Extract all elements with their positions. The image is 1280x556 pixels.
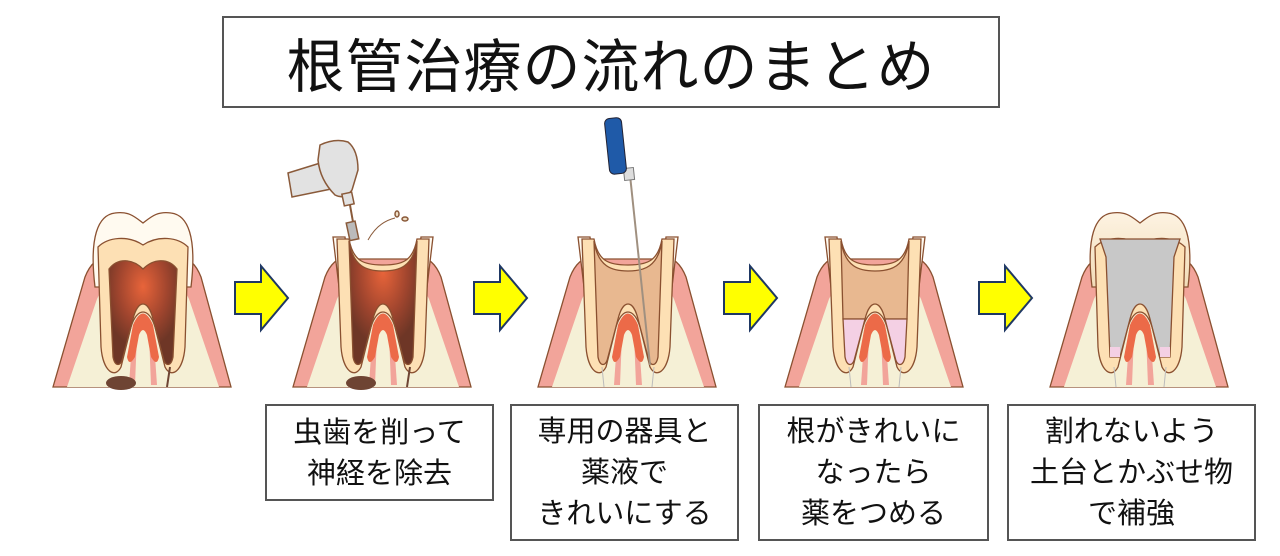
caption-line: 神経を除去 bbox=[306, 455, 452, 490]
caption-line: 土台とかぶせ物 bbox=[1029, 455, 1233, 489]
caption-line: で補強 bbox=[1087, 496, 1175, 530]
next-step-arrow-icon bbox=[473, 263, 529, 333]
step-caption-clean-canal: 専用の器具と 薬液で きれいにする bbox=[510, 404, 739, 541]
abscess-icon bbox=[106, 376, 136, 390]
caption-line: 根がきれいに bbox=[786, 414, 961, 448]
tooth-remove-nerve bbox=[292, 236, 472, 390]
next-step-arrow-icon bbox=[978, 263, 1034, 333]
caption-line: きれいにする bbox=[537, 496, 712, 530]
tooth-clean-canal bbox=[537, 236, 717, 388]
caption-line: 専用の器具と bbox=[537, 414, 712, 448]
step-caption-fill-canal: 根がきれいに なったら 薬をつめる bbox=[758, 404, 989, 541]
step-caption-remove-nerve: 虫歯を削って 神経を除去 bbox=[265, 404, 494, 501]
step-caption-crown: 割れないよう 土台とかぶせ物 で補強 bbox=[1007, 404, 1256, 541]
dental-drill-icon bbox=[287, 139, 409, 242]
caption-line: なったら bbox=[815, 455, 932, 489]
next-step-arrow-icon bbox=[234, 263, 290, 333]
caption-line: 薬液で bbox=[580, 455, 668, 489]
abscess-icon bbox=[346, 376, 376, 390]
caption-line: 割れないよう bbox=[1044, 414, 1219, 448]
tooth-decayed-tooth bbox=[52, 211, 232, 390]
page-title: 根管治療の流れのまとめ bbox=[222, 16, 1000, 108]
caption-line: 薬をつめる bbox=[800, 496, 946, 530]
next-step-arrow-icon bbox=[723, 263, 779, 333]
caption-line: 虫歯を削って bbox=[293, 414, 466, 449]
tooth-crown bbox=[1049, 211, 1229, 388]
root-canal-file-icon bbox=[604, 117, 651, 366]
tooth-fill-canal bbox=[784, 236, 964, 388]
